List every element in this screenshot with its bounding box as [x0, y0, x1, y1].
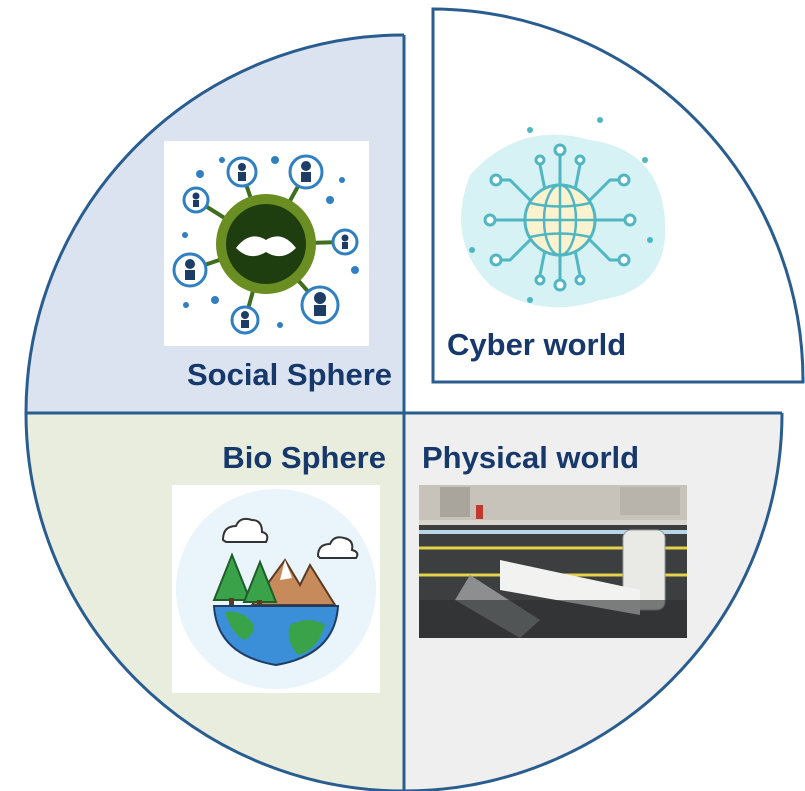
social-sphere-label: Social Sphere: [187, 357, 392, 392]
underground-pipes-street-image: [419, 485, 687, 638]
physical-world-label: Physical world: [422, 440, 639, 475]
circle-outline-lower-right: [403, 412, 784, 791]
earth-trees-mountains-icon: [172, 485, 380, 693]
globe-circuit-icon: [461, 117, 666, 308]
bio-sphere-label: Bio Sphere: [222, 440, 386, 475]
social-network-handshake-icon: [164, 141, 369, 346]
cyber-world-label: Cyber world: [447, 327, 626, 362]
